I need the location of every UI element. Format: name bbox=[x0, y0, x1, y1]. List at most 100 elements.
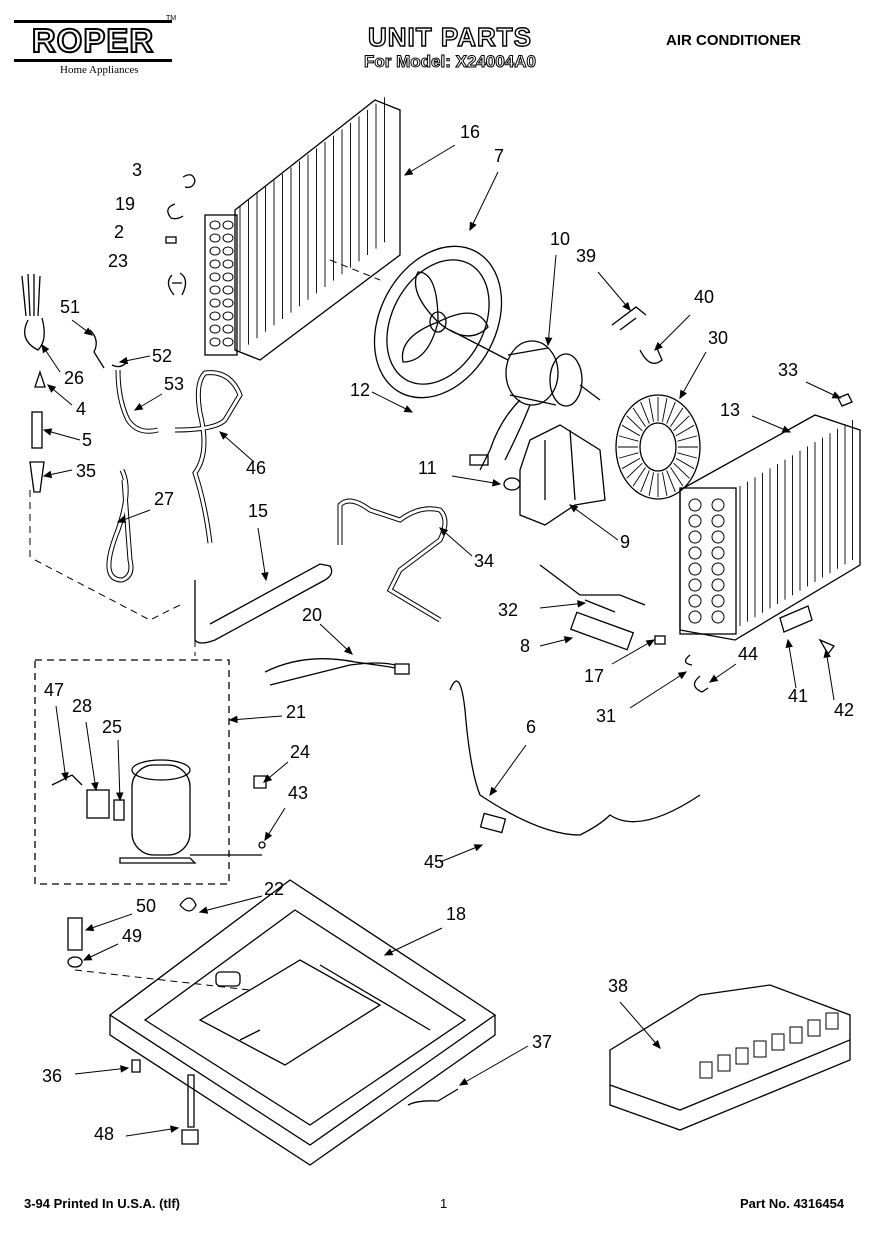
motor-bracket bbox=[519, 424, 606, 526]
tube-53-inner bbox=[116, 369, 159, 433]
model-number: For Model: X24004A0 bbox=[364, 52, 537, 72]
callout-16: 16 bbox=[460, 122, 480, 142]
arrowhead-32 bbox=[577, 600, 587, 608]
part-37 bbox=[407, 1088, 459, 1106]
callout-24: 24 bbox=[290, 742, 310, 762]
arrowhead-44 bbox=[708, 674, 719, 683]
leader-45 bbox=[439, 844, 483, 863]
arrowhead-46 bbox=[219, 431, 229, 440]
leader-47 bbox=[55, 705, 67, 781]
callout-28: 28 bbox=[72, 696, 92, 716]
callout-51: 51 bbox=[60, 297, 80, 317]
arrowhead-28 bbox=[91, 782, 99, 792]
nut-24 bbox=[253, 775, 267, 789]
arrowhead-48 bbox=[170, 1125, 180, 1133]
leader-41 bbox=[787, 639, 797, 689]
callout-20: 20 bbox=[302, 605, 322, 625]
leader-11 bbox=[451, 475, 501, 485]
callout-17: 17 bbox=[584, 666, 604, 686]
coil-clips bbox=[165, 174, 196, 296]
leader-22 bbox=[199, 895, 263, 913]
plug-45 bbox=[479, 812, 507, 834]
arrowhead-53 bbox=[133, 402, 144, 411]
compressor-assembly-box bbox=[34, 659, 230, 885]
arrowhead-51 bbox=[83, 327, 94, 336]
logo-bars: ROPER bbox=[14, 20, 172, 62]
callout-41: 41 bbox=[788, 686, 808, 706]
leader-42 bbox=[825, 649, 835, 701]
leader-18 bbox=[384, 927, 443, 956]
arrowhead-49 bbox=[82, 953, 93, 961]
callout-18: 18 bbox=[446, 904, 466, 924]
arrowhead-26 bbox=[41, 343, 50, 354]
screw bbox=[837, 393, 853, 407]
leader-38 bbox=[619, 1001, 661, 1049]
leader-6 bbox=[489, 744, 527, 796]
arrowhead-15 bbox=[261, 572, 269, 582]
arrowhead-13 bbox=[781, 425, 792, 433]
arrowhead-37 bbox=[458, 1078, 469, 1086]
base-pan bbox=[108, 879, 497, 1166]
connector-20 bbox=[394, 663, 410, 675]
callout-11: 11 bbox=[418, 458, 437, 478]
nut bbox=[503, 477, 521, 491]
callout-27: 27 bbox=[154, 489, 174, 509]
page-number: 1 bbox=[440, 1196, 448, 1211]
arrowhead-38 bbox=[652, 1039, 661, 1049]
callout-43: 43 bbox=[288, 783, 308, 803]
leader-32 bbox=[539, 602, 586, 609]
callout-45: 45 bbox=[424, 852, 444, 872]
overload-28 bbox=[86, 789, 110, 819]
callout-5: 5 bbox=[82, 430, 92, 450]
tube-15 bbox=[194, 563, 333, 644]
valve-cap bbox=[654, 635, 666, 645]
arrowhead-18 bbox=[383, 948, 394, 956]
wire-harness-20 bbox=[264, 658, 396, 686]
arrowhead-39 bbox=[622, 301, 631, 311]
arrowhead-35 bbox=[42, 470, 53, 479]
callout-10: 10 bbox=[550, 229, 570, 249]
arrowhead-10 bbox=[544, 337, 553, 347]
leader-28 bbox=[85, 721, 97, 791]
callout-40: 40 bbox=[694, 287, 714, 307]
fan-blade bbox=[373, 245, 503, 399]
callout-44: 44 bbox=[738, 644, 758, 664]
callout-33: 33 bbox=[778, 360, 798, 380]
part-number: Part No. 4316454 bbox=[740, 1196, 845, 1211]
callout-12: 12 bbox=[350, 380, 370, 400]
arrowhead-33 bbox=[831, 391, 842, 399]
control-panel bbox=[609, 984, 851, 1131]
trademark-mark: TM bbox=[166, 15, 177, 22]
callout-19: 19 bbox=[115, 194, 135, 214]
thermostat-tip bbox=[34, 369, 46, 388]
leader-7 bbox=[469, 171, 499, 231]
condenser-coil bbox=[204, 97, 401, 361]
brand-name: ROPER bbox=[31, 22, 155, 59]
callout-34: 34 bbox=[474, 551, 494, 571]
arrowhead-4 bbox=[47, 384, 57, 393]
print-info: 3-94 Printed In U.S.A. (tlf) bbox=[24, 1196, 181, 1211]
leader-21 bbox=[229, 715, 283, 721]
leader-25 bbox=[117, 739, 121, 801]
callout-47: 47 bbox=[44, 680, 64, 700]
callout-31: 31 bbox=[596, 706, 616, 726]
callout-38: 38 bbox=[608, 976, 628, 996]
arrowhead-52 bbox=[118, 356, 129, 365]
arrowhead-30 bbox=[679, 389, 687, 400]
tube-27-inner bbox=[107, 469, 133, 582]
callout-46: 46 bbox=[246, 458, 266, 478]
callout-37: 37 bbox=[532, 1032, 552, 1052]
arrowhead-7 bbox=[469, 221, 477, 232]
callout-4: 4 bbox=[76, 399, 86, 419]
arrowhead-16 bbox=[403, 167, 414, 176]
leader-16 bbox=[404, 144, 456, 176]
arrowhead-12 bbox=[403, 405, 414, 413]
callout-49: 49 bbox=[122, 926, 142, 946]
callout-36: 36 bbox=[42, 1066, 62, 1086]
arrowhead-22 bbox=[198, 906, 209, 914]
leader-15 bbox=[257, 527, 267, 581]
tube-34-inner bbox=[338, 499, 447, 622]
heater-element bbox=[539, 564, 646, 613]
callout-26: 26 bbox=[64, 368, 84, 388]
callout-22: 22 bbox=[264, 879, 284, 899]
